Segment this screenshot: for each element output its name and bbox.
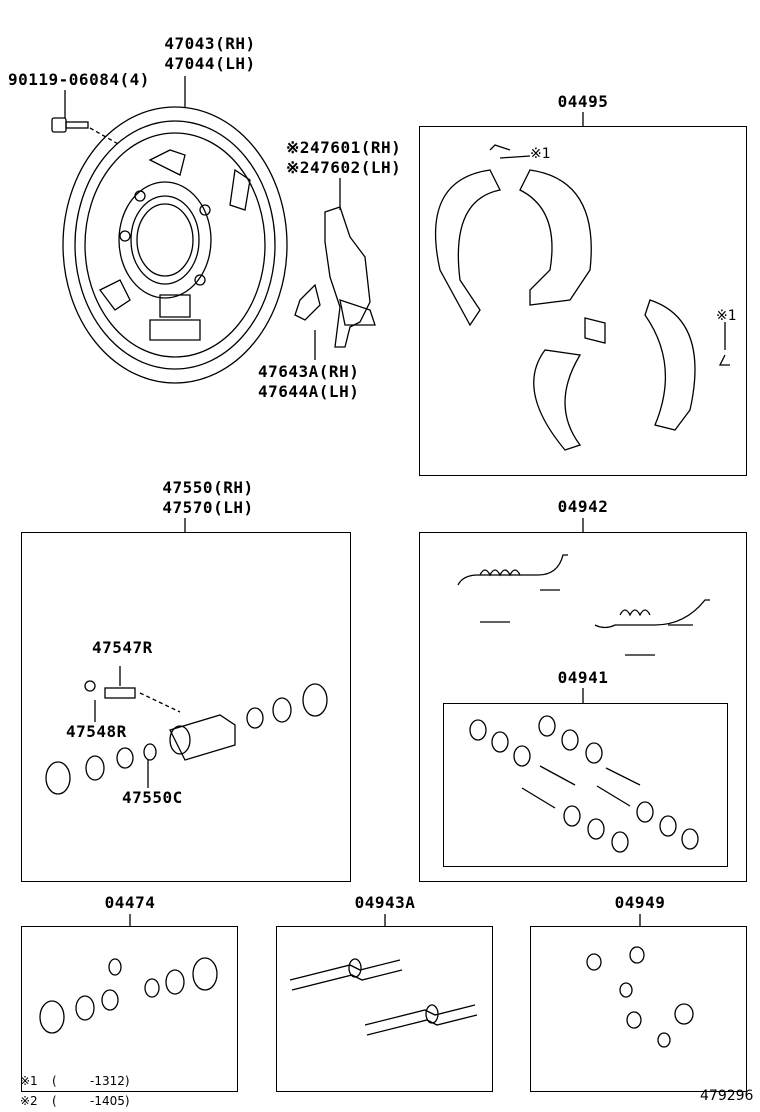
label-47548r: 47548R [66,722,127,741]
label-04943a: 04943A [354,893,416,912]
box-04943a [276,926,493,1092]
box-04941 [443,703,728,867]
figure-id: 479296 [700,1088,754,1104]
label-04495: 04495 [557,92,609,111]
label-47043: 47043(RH) [164,34,256,53]
label-47602: ※247602(LH) [286,158,402,177]
pins-04943a [289,958,478,1036]
box-47550 [21,532,351,882]
shoes-04495 [434,144,730,451]
label-47601: ※247601(RH) [286,138,402,157]
leader-lines [64,76,726,926]
footnote-2-mark: ※2 [20,1094,38,1108]
footnote-1-range: -1312) [90,1074,130,1088]
label-04474: 04474 [104,893,156,912]
kit-04941 [469,715,699,853]
label-47547r: 47547R [92,638,153,657]
footnote-1-mark: ※1 [20,1074,38,1088]
footnote-2-range: -1405) [90,1094,130,1108]
label-47644a: 47644A(LH) [258,382,360,401]
label-04949: 04949 [614,893,666,912]
label-47550c: 47550C [122,788,183,807]
label-47044: 47044(LH) [164,54,256,73]
bolt-90119 [51,117,121,146]
kit-04474 [39,957,218,1034]
lever-47601 [294,206,376,348]
label-90119: 90119-06084(4) [8,70,150,89]
box-04495 [419,126,747,476]
box-04474 [21,926,238,1092]
box-04942 [419,532,747,882]
wheel-cylinder-47550 [45,680,328,795]
label-04942: 04942 [557,497,609,516]
footnote-1-paren: ( [52,1074,57,1088]
label-47570: 47570(LH) [162,498,254,517]
footnote-2-paren: ( [52,1094,57,1108]
mark-1-top: ※1 [530,146,551,162]
mark-1-right: ※1 [716,308,737,324]
backing-plate-47043 [62,106,288,384]
label-04941: 04941 [557,668,609,687]
box-04949 [530,926,747,1092]
label-47550: 47550(RH) [162,478,254,497]
springs-04942 [457,554,710,656]
label-47643a: 47643A(RH) [258,362,360,381]
kit-04949 [586,946,694,1048]
